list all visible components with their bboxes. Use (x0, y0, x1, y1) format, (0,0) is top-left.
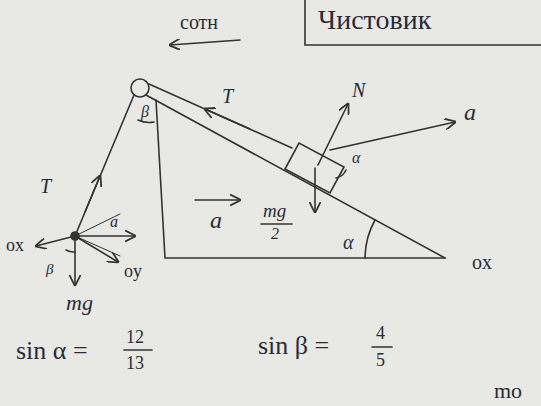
tension-label: T (222, 86, 233, 106)
fraction-bar (372, 346, 392, 348)
direction-note: сотн (180, 12, 218, 32)
tension-arrow (205, 109, 250, 129)
axis-label: ox (6, 236, 24, 254)
angle-label: α (352, 150, 360, 166)
angle-arc (66, 250, 75, 252)
angle-arc (138, 120, 154, 122)
rope (75, 95, 134, 236)
acceleration-arrow (75, 235, 135, 237)
fraction-bar (261, 223, 292, 225)
fraction-denominator: 5 (376, 351, 385, 369)
direction-arrow (170, 40, 240, 45)
incline (146, 95, 445, 258)
formula-text: sin α = (16, 338, 88, 364)
acceleration-label: a (464, 100, 476, 124)
tension-arrow (85, 176, 100, 212)
fraction-denominator: 13 (126, 354, 144, 372)
frame-line (305, 0, 541, 45)
gravity-arrow (74, 236, 76, 285)
axis-arrow (75, 236, 118, 262)
angle-label: β (46, 262, 53, 277)
force-label: mg (66, 292, 93, 314)
angle-label: α (343, 232, 354, 252)
tension-label: T (40, 176, 51, 196)
gravity-arrow (314, 168, 316, 212)
axis-label: ox (472, 252, 492, 272)
angle-arc (336, 170, 346, 178)
fraction-numerator: 4 (376, 324, 385, 342)
fraction-denominator: 2 (271, 226, 279, 242)
formula-text: sin β = (258, 333, 329, 359)
projection-line (75, 214, 120, 256)
normal-force-label: N (352, 80, 365, 100)
axis-arrow (36, 236, 75, 246)
incline-side (156, 100, 445, 258)
heading-note: Чистовик (318, 6, 431, 34)
axis-label: oy (124, 262, 142, 280)
acceleration-label: a (110, 214, 118, 230)
angle-arc (365, 220, 375, 258)
angle-label: β (141, 104, 149, 120)
acceleration-label: a (210, 208, 222, 232)
normal-arrow (318, 104, 348, 165)
note-text: mo (494, 380, 522, 402)
acceleration-arrow (195, 199, 240, 201)
rope (149, 84, 292, 148)
fraction-numerator: 12 (126, 328, 144, 346)
acceleration-arrow (330, 122, 455, 150)
fraction-bar (124, 349, 152, 351)
force-label: mg (263, 201, 286, 220)
